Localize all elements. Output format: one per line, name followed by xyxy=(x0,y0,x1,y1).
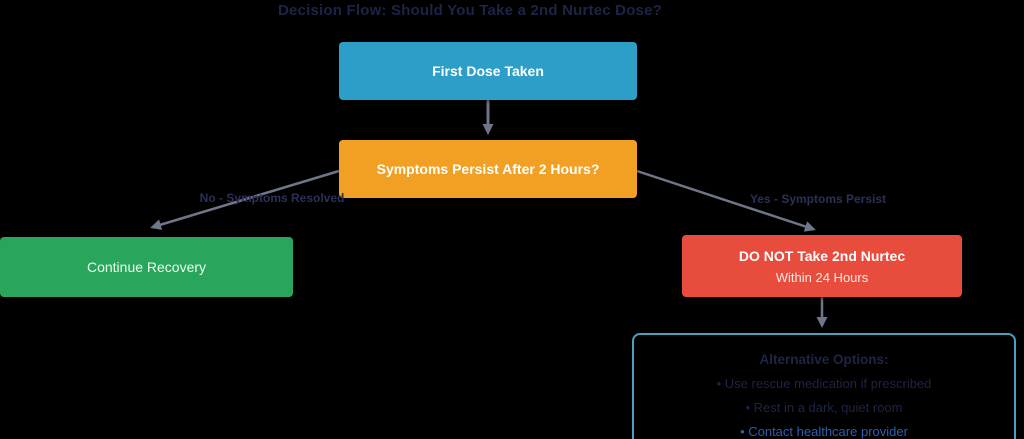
connector-question-to-continue xyxy=(150,169,340,230)
diagram-title: Decision Flow: Should You Take a 2nd Nur… xyxy=(277,2,663,19)
node-alternative-options: Alternative Options: • Use rescue medica… xyxy=(632,333,1016,439)
node-do-not-take: DO NOT Take 2nd Nurtec Within 24 Hours xyxy=(682,235,962,297)
alternatives-item-contact-provider: • Contact healthcare provider xyxy=(740,424,908,439)
edge-label-no: No - Symptoms Resolved xyxy=(199,191,345,205)
node-do-not-take-sublabel: Within 24 Hours xyxy=(775,269,869,285)
node-continue-recovery-label: Continue Recovery xyxy=(86,259,207,275)
node-first-dose: First Dose Taken xyxy=(339,42,637,100)
alternatives-heading: Alternative Options: xyxy=(759,352,889,367)
node-symptoms-question-label: Symptoms Persist After 2 Hours? xyxy=(376,161,600,177)
alternatives-item: • Use rescue medication if prescribed xyxy=(716,376,932,391)
node-symptoms-question: Symptoms Persist After 2 Hours? xyxy=(339,140,637,198)
connector-question-to-donot xyxy=(636,169,816,232)
edge-label-yes: Yes - Symptoms Persist xyxy=(749,192,887,206)
node-first-dose-label: First Dose Taken xyxy=(432,63,544,79)
node-do-not-take-label: DO NOT Take 2nd Nurtec xyxy=(738,247,906,264)
alternatives-item: • Rest in a dark, quiet room xyxy=(745,400,903,415)
node-continue-recovery: Continue Recovery xyxy=(0,237,293,297)
